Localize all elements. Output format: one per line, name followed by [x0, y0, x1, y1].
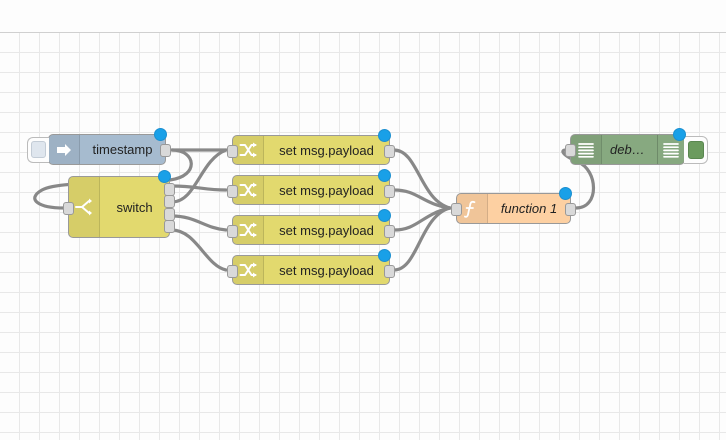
change-node-set-msg-payload-1[interactable]: set msg.payload — [227, 129, 395, 165]
change-node-set-msg-payload-4[interactable]: set msg.payload — [227, 249, 395, 285]
change-node-set-msg-payload-2[interactable]: set msg.payload — [227, 169, 395, 205]
debug-toggle-pad — [687, 140, 704, 159]
node-label: switch — [116, 199, 153, 215]
node-output-port-4[interactable] — [164, 220, 175, 234]
node-output-port-1[interactable] — [384, 184, 395, 198]
debug-enable-toggle-button[interactable] — [684, 135, 708, 164]
editor-top-gutter — [0, 0, 726, 33]
function-f-icon — [457, 194, 488, 223]
inject-node-timestamp[interactable]: timestamp — [27, 128, 171, 165]
change-node-set-msg-payload-3[interactable]: set msg.payload — [227, 209, 395, 245]
node-status-dot — [158, 170, 171, 183]
node-input-port[interactable] — [227, 184, 238, 198]
switch-node[interactable]: switch — [63, 170, 175, 238]
node-status-dot — [378, 129, 391, 142]
shuffle-icon — [233, 136, 264, 164]
node-output-port-1[interactable] — [384, 224, 395, 238]
node-output-port-1[interactable] — [164, 182, 175, 196]
node-status-dot — [559, 187, 572, 200]
node-input-port[interactable] — [227, 264, 238, 278]
node-label: set msg.payload — [279, 222, 374, 238]
node-input-port[interactable] — [227, 144, 238, 158]
node-status-dot — [154, 128, 167, 141]
node-input-port[interactable] — [227, 224, 238, 238]
node-label: set msg.payload — [279, 262, 374, 278]
branch-icon — [69, 177, 100, 237]
node-input-port[interactable] — [63, 201, 74, 215]
inject-button-pad — [31, 141, 46, 158]
node-label: timestamp — [92, 142, 153, 157]
node-input-port[interactable] — [451, 203, 462, 216]
shuffle-icon — [233, 216, 264, 244]
node-output-port-1[interactable] — [160, 144, 171, 157]
arrow-right-icon — [49, 135, 80, 164]
node-output-port-2[interactable] — [164, 195, 175, 209]
function-node-function-1[interactable]: function 1 — [451, 187, 576, 224]
node-label: debug 1 — [610, 142, 657, 157]
debug-node-debug-1[interactable]: debug 1 — [565, 128, 708, 165]
debug-lines-icon — [571, 135, 602, 164]
node-label: set msg.payload — [279, 182, 374, 198]
inject-trigger-button[interactable] — [27, 136, 49, 163]
node-status-dot — [378, 169, 391, 182]
shuffle-icon — [233, 256, 264, 284]
node-status-dot — [378, 209, 391, 222]
node-label: set msg.payload — [279, 142, 374, 158]
node-output-port-1[interactable] — [384, 144, 395, 158]
node-output-port-1[interactable] — [384, 264, 395, 278]
node-input-port[interactable] — [565, 144, 576, 157]
node-status-dot — [378, 249, 391, 262]
node-status-dot — [673, 128, 686, 141]
node-output-port-1[interactable] — [565, 203, 576, 216]
shuffle-icon — [233, 176, 264, 204]
node-output-port-3[interactable] — [164, 207, 175, 221]
debug-lines-icon — [657, 135, 684, 164]
node-label: function 1 — [500, 201, 558, 216]
